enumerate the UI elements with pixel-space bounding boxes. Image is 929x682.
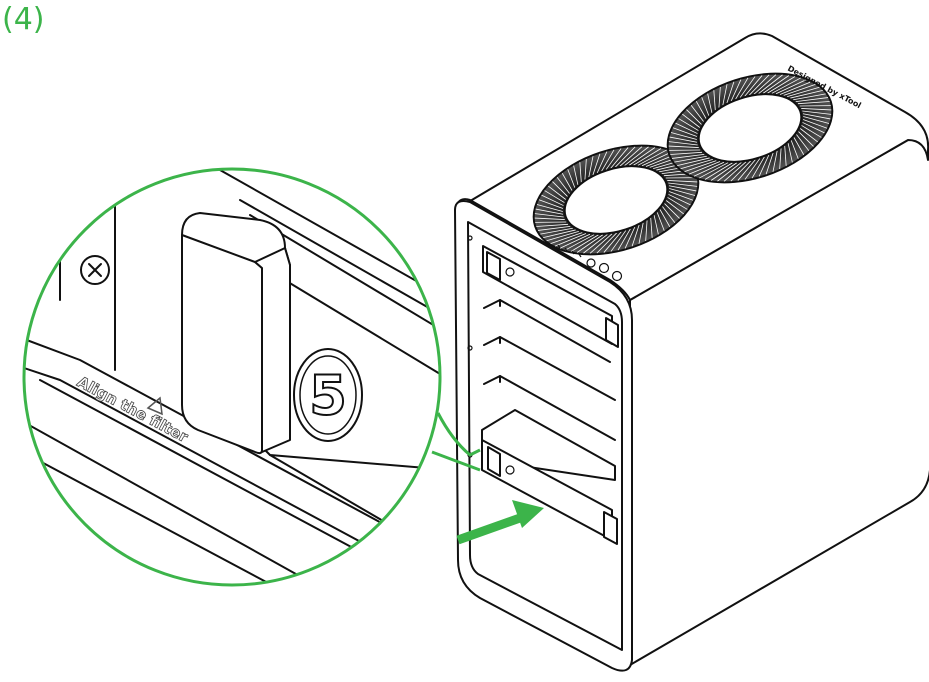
frame-screw bbox=[467, 345, 473, 351]
fan-grille-right bbox=[666, 72, 834, 184]
callout-connector bbox=[431, 412, 481, 472]
align-triangle-icon bbox=[146, 396, 163, 416]
insert-arrow-icon bbox=[456, 500, 544, 545]
control-panel bbox=[557, 244, 623, 282]
mode-button-icon[interactable] bbox=[586, 258, 596, 268]
purifier-device: Designed by xTool bbox=[454, 32, 929, 672]
filter-number: 5 bbox=[309, 364, 347, 427]
step-label: (4) bbox=[2, 2, 45, 37]
lower-filter-tray[interactable] bbox=[481, 409, 618, 545]
upper-filter-tray[interactable] bbox=[482, 245, 619, 348]
filter-number-badge: 5 bbox=[293, 348, 363, 442]
zoom-callout: 5 Align the filter bbox=[22, 167, 442, 587]
shelf-rails bbox=[483, 299, 616, 441]
fan-blades-right bbox=[668, 74, 832, 182]
fan-icon[interactable] bbox=[598, 262, 610, 274]
fan-grille-left bbox=[532, 144, 700, 256]
power-icon[interactable] bbox=[611, 270, 623, 282]
frame-screw bbox=[467, 235, 473, 241]
screw-icon bbox=[80, 255, 110, 285]
